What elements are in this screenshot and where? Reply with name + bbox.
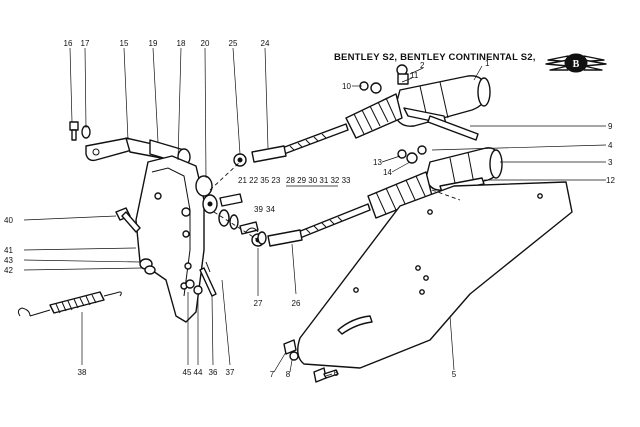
callout-9: 9 — [608, 122, 613, 131]
callout-25: 25 — [229, 39, 238, 48]
callout-20: 20 — [201, 39, 210, 48]
callout-13: 13 — [373, 158, 382, 167]
callout-24: 24 — [261, 39, 270, 48]
callout-8: 8 — [286, 370, 291, 379]
callout-4: 4 — [608, 141, 613, 150]
callout-19: 19 — [149, 39, 158, 48]
callout-14: 14 — [383, 168, 392, 177]
upper-servo-cylinder — [233, 64, 491, 167]
callout-38: 38 — [78, 368, 87, 377]
callout-17: 17 — [81, 39, 90, 48]
callout-45: 45 — [183, 368, 192, 377]
mounting-plate — [283, 181, 573, 383]
callout-39: 39 — [254, 205, 263, 214]
callout-3: 3 — [608, 158, 613, 167]
callout-34: 34 — [266, 205, 275, 214]
callout-42: 42 — [4, 266, 13, 275]
callout-1: 1 — [485, 59, 490, 68]
callout-10: 10 — [342, 82, 351, 91]
assembly-line-upper — [209, 161, 241, 191]
callout-16: 16 — [64, 39, 73, 48]
callout-26: 26 — [292, 299, 301, 308]
callout-41: 41 — [4, 246, 13, 255]
assembly-line-cylinders — [431, 189, 461, 201]
leader-lines — [23, 47, 607, 377]
callout-labels: 16 17 15 19 18 20 25 24 1 2 11 10 9 4 3 … — [4, 39, 615, 379]
assembly-line-lower — [213, 211, 259, 241]
callout-5: 5 — [452, 370, 457, 379]
callout-2: 2 — [420, 61, 425, 70]
callout-group-21-22-35-23: 21 22 35 23 — [238, 176, 281, 185]
callout-6: 6 — [334, 369, 339, 378]
lower-servo-cylinder — [251, 145, 503, 247]
logo-letter: B — [573, 59, 580, 70]
callout-group-28-33: 28 29 30 31 32 33 — [286, 176, 351, 185]
callout-37: 37 — [226, 368, 235, 377]
callout-15: 15 — [120, 39, 129, 48]
callout-18: 18 — [177, 39, 186, 48]
bentley-winged-b-logo: B — [545, 53, 607, 73]
callout-11: 11 — [410, 71, 419, 80]
clevis-pin-washers — [218, 193, 267, 245]
callout-7: 7 — [270, 370, 275, 379]
callout-12: 12 — [606, 176, 615, 185]
return-spring — [17, 291, 122, 317]
callout-36: 36 — [209, 368, 218, 377]
callout-43: 43 — [4, 256, 13, 265]
callout-27: 27 — [254, 299, 263, 308]
callout-44: 44 — [194, 368, 203, 377]
diagram-title: BENTLEY S2, BENTLEY CONTINENTAL S2, — [334, 52, 536, 63]
callout-40: 40 — [4, 216, 13, 225]
cross-shaft-lever-assembly — [69, 121, 218, 323]
